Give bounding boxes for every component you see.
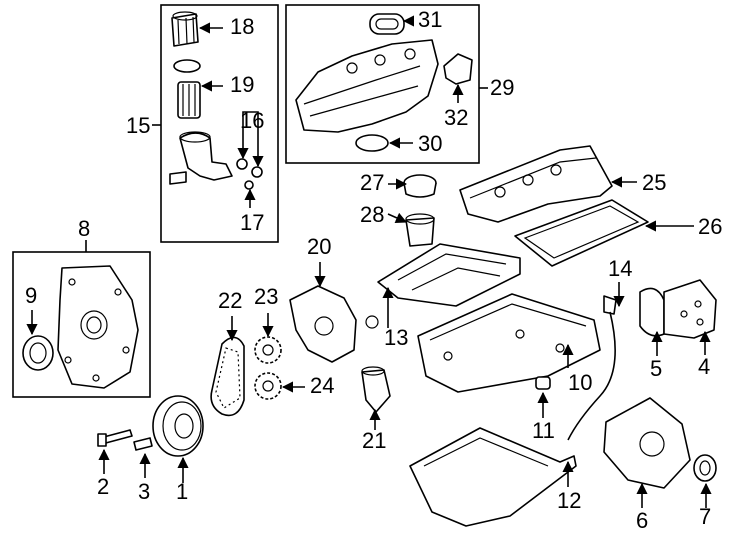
valve-cover-part-25 [459, 145, 613, 223]
group-box-15 [160, 4, 279, 243]
seal-part-9 [22, 335, 54, 371]
callout-25: 25 [642, 170, 666, 195]
callout-13: 13 [384, 325, 408, 350]
crank-pulley-part-1 [152, 395, 204, 457]
sprocket-part-24 [254, 372, 282, 400]
oil-filter-element-part-19 [177, 81, 201, 119]
oil-pan-upper-part-10 [417, 293, 601, 393]
callout-11: 11 [532, 418, 555, 443]
front-cover-part-8 [57, 265, 139, 389]
callout-5: 5 [650, 356, 662, 381]
gasket-part-5 [639, 287, 665, 337]
callout-numbers: 1 2 3 4 5 6 7 8 9 10 11 12 13 14 15 16 1… [25, 7, 722, 533]
callout-18: 18 [230, 14, 254, 39]
callout-21: 21 [362, 428, 386, 453]
callout-30: 30 [418, 131, 442, 156]
oil-pump-part-20 [289, 285, 379, 363]
intake-manifold-part-29 [295, 39, 439, 133]
callout-31: 31 [418, 7, 442, 32]
callout-3: 3 [138, 479, 150, 504]
callout-28: 28 [360, 202, 384, 227]
callout-23: 23 [254, 284, 278, 309]
callout-24: 24 [310, 373, 334, 398]
callout-7: 7 [699, 504, 711, 529]
rear-seal-part-7 [693, 454, 717, 482]
callout-10: 10 [568, 370, 592, 395]
seal-part-31 [369, 13, 405, 35]
group-box-8-9 [12, 251, 151, 398]
callout-17: 17 [240, 210, 264, 235]
bracket-part-32 [443, 53, 473, 85]
callout-20: 20 [307, 234, 331, 259]
callout-16: 16 [240, 108, 264, 133]
callout-6: 6 [636, 508, 648, 533]
timing-chain-part-22 [210, 336, 245, 417]
washer-part-16a [236, 158, 248, 170]
callout-22: 22 [218, 288, 242, 313]
callout-14: 14 [608, 256, 632, 281]
rear-housing-part-6 [603, 397, 691, 489]
oil-cap-part-27 [403, 174, 437, 198]
oil-filler-neck-part-28 [405, 213, 435, 247]
oil-filter-cap-part-18 [171, 11, 199, 47]
dipstick-part-14 [567, 295, 617, 441]
callout-9: 9 [25, 283, 37, 308]
leader-lines [26, 15, 712, 508]
callout-29: 29 [490, 75, 514, 100]
callout-2: 2 [97, 474, 109, 499]
callout-26: 26 [698, 214, 722, 239]
windage-tray-part-13 [377, 243, 521, 307]
drain-plug-part-11 [535, 376, 551, 390]
gasket-part-30 [355, 134, 389, 152]
callout-4: 4 [698, 354, 710, 379]
bolt-part-2 [97, 429, 133, 447]
dowel-part-3 [133, 437, 153, 451]
washer-part-16b [251, 166, 263, 178]
callout-12: 12 [557, 488, 581, 513]
callout-19: 19 [230, 72, 254, 97]
oil-pickup-part-21 [361, 366, 391, 413]
callout-15: 15 [126, 113, 150, 138]
lower-oil-pan-part-12 [409, 427, 577, 527]
washer-part-17 [244, 180, 254, 190]
callout-27: 27 [360, 170, 384, 195]
callout-32: 32 [444, 105, 468, 130]
o-ring-part [173, 59, 201, 73]
sprocket-part-23 [254, 336, 282, 364]
group-box-29 [285, 4, 480, 164]
callout-8: 8 [78, 216, 90, 241]
rear-cover-part-4 [663, 279, 717, 339]
callout-1: 1 [176, 479, 188, 504]
oil-filter-housing-part [169, 131, 233, 185]
